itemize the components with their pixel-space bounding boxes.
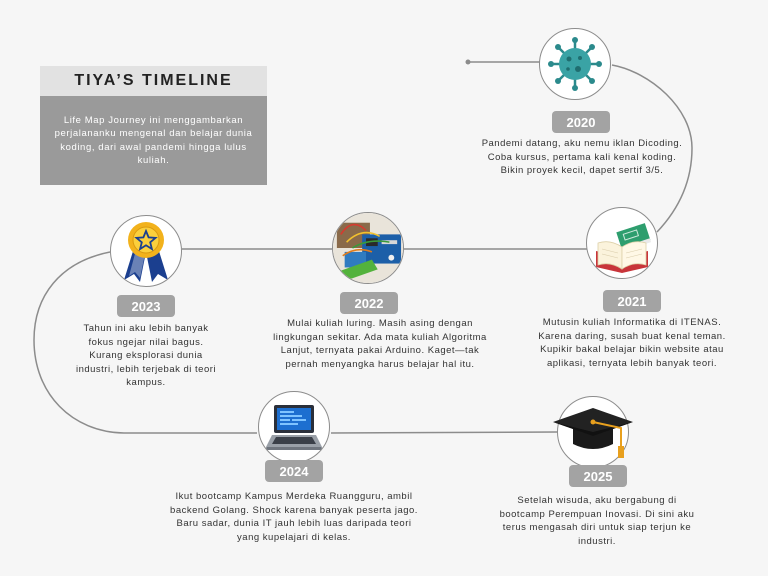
event-2024-text: Ikut bootcamp Kampus Merdeka Ruangguru, … xyxy=(170,491,418,543)
event-2023-text: Tahun ini aku lebih banyak fokus ngejar … xyxy=(75,323,217,388)
event-2020-circle xyxy=(539,28,611,100)
award-ribbon-icon xyxy=(124,222,168,282)
event-2022-text: Mulai kuliah luring. Masih asing dengan … xyxy=(273,318,487,370)
year-badge-2025: 2025 xyxy=(569,465,627,487)
event-2025-text: Setelah wisuda, aku bergabung di bootcam… xyxy=(499,495,695,547)
event-2021-circle xyxy=(586,207,658,279)
event-2021-text: Mutusin kuliah Informatika di ITENAS. Ka… xyxy=(538,317,726,369)
event-2024-circle xyxy=(258,391,330,463)
year-badge-2023: 2023 xyxy=(117,295,175,317)
year-badge-2024: 2024 xyxy=(265,460,323,482)
year-badge-2021: 2021 xyxy=(603,290,661,312)
page-title: TIYA’S TIMELINE xyxy=(40,66,267,96)
year-badge-2020: 2020 xyxy=(552,111,610,133)
intro-text: Life Map Journey ini menggambarkan perja… xyxy=(40,96,267,185)
graduation-cap-icon xyxy=(553,408,633,458)
year-badge-2022: 2022 xyxy=(340,292,398,314)
event-2023-circle xyxy=(110,215,182,287)
event-2025-circle xyxy=(553,396,633,468)
event-2020-text: Pandemi datang, aku nemu iklan Dicoding.… xyxy=(481,138,683,176)
laptop-icon xyxy=(266,405,322,450)
virus-icon xyxy=(548,37,602,91)
book-icon xyxy=(596,223,652,273)
arduino-icon xyxy=(333,213,403,283)
event-2022-circle xyxy=(332,212,404,284)
